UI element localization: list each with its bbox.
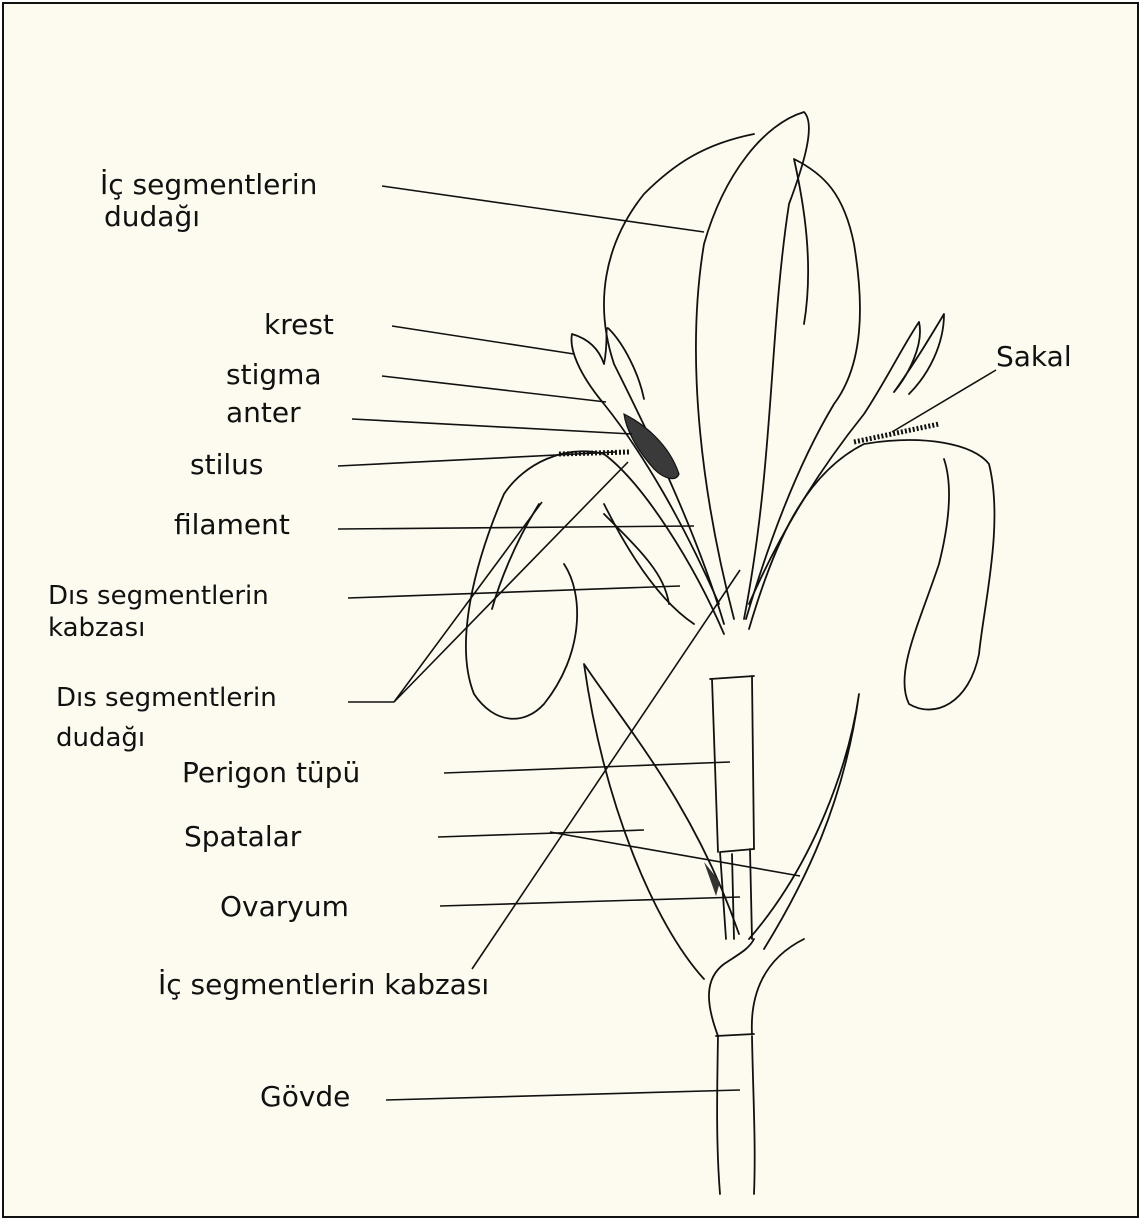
style-branch-right bbox=[749, 314, 944, 604]
label-filament: filament bbox=[174, 508, 290, 541]
spathe-left bbox=[584, 664, 739, 979]
label-stigma: stigma bbox=[226, 358, 322, 391]
label-dis-segmentlerin-kabzasi: Dıs segmentlerin kabzası bbox=[48, 581, 277, 643]
outer-segment-left-inner bbox=[492, 504, 669, 609]
anther bbox=[624, 414, 679, 479]
stem-node-lower bbox=[716, 1034, 754, 1036]
stem bbox=[717, 1036, 755, 1194]
labels: İç segmentlerin dudağı krest stigma ante… bbox=[48, 168, 1072, 1113]
label-dis-segmentlerin-kabzasi-line2: kabzası bbox=[48, 613, 145, 643]
label-ic-segmentlerin-kabzasi: İç segmentlerin kabzası bbox=[158, 968, 489, 1001]
label-dis-segmentlerin-dudagi: Dıs segmentlerin dudağı bbox=[56, 683, 285, 753]
inner-segment-left bbox=[604, 134, 754, 624]
label-stilus: stilus bbox=[190, 448, 263, 481]
inner-segment-center bbox=[696, 112, 809, 619]
label-spatalar: Spatalar bbox=[184, 820, 302, 853]
label-dis-segmentlerin-dudagi-line2: dudağı bbox=[56, 723, 145, 753]
label-ic-segmentlerin-dudagi-line1: İç segmentlerin bbox=[100, 168, 317, 201]
label-ic-segmentlerin-dudagi: İç segmentlerin dudağı bbox=[100, 168, 326, 233]
outer-segment-right bbox=[749, 440, 994, 709]
iris-flower-drawing bbox=[466, 112, 995, 1194]
beard-right bbox=[854, 424, 939, 442]
stem-fork bbox=[709, 939, 804, 1036]
leader-lines bbox=[338, 186, 996, 1100]
label-ovaryum: Ovaryum bbox=[220, 890, 349, 923]
label-perigon-tupu: Perigon tüpü bbox=[182, 756, 360, 789]
inner-segment-right bbox=[746, 159, 860, 619]
spathe-right bbox=[749, 694, 859, 949]
iris-flower-diagram: İç segmentlerin dudağı krest stigma ante… bbox=[4, 4, 1137, 1216]
label-sakal: Sakal bbox=[996, 340, 1072, 373]
label-ic-segmentlerin-dudagi-line2: dudağı bbox=[104, 200, 200, 233]
label-dis-segmentlerin-dudagi-line1: Dıs segmentlerin bbox=[56, 683, 277, 713]
label-govde: Gövde bbox=[260, 1080, 350, 1113]
perigon-tube bbox=[710, 676, 754, 852]
label-dis-segmentlerin-kabzasi-line1: Dıs segmentlerin bbox=[48, 581, 269, 611]
label-anter: anter bbox=[226, 396, 301, 429]
label-krest: krest bbox=[264, 308, 334, 341]
